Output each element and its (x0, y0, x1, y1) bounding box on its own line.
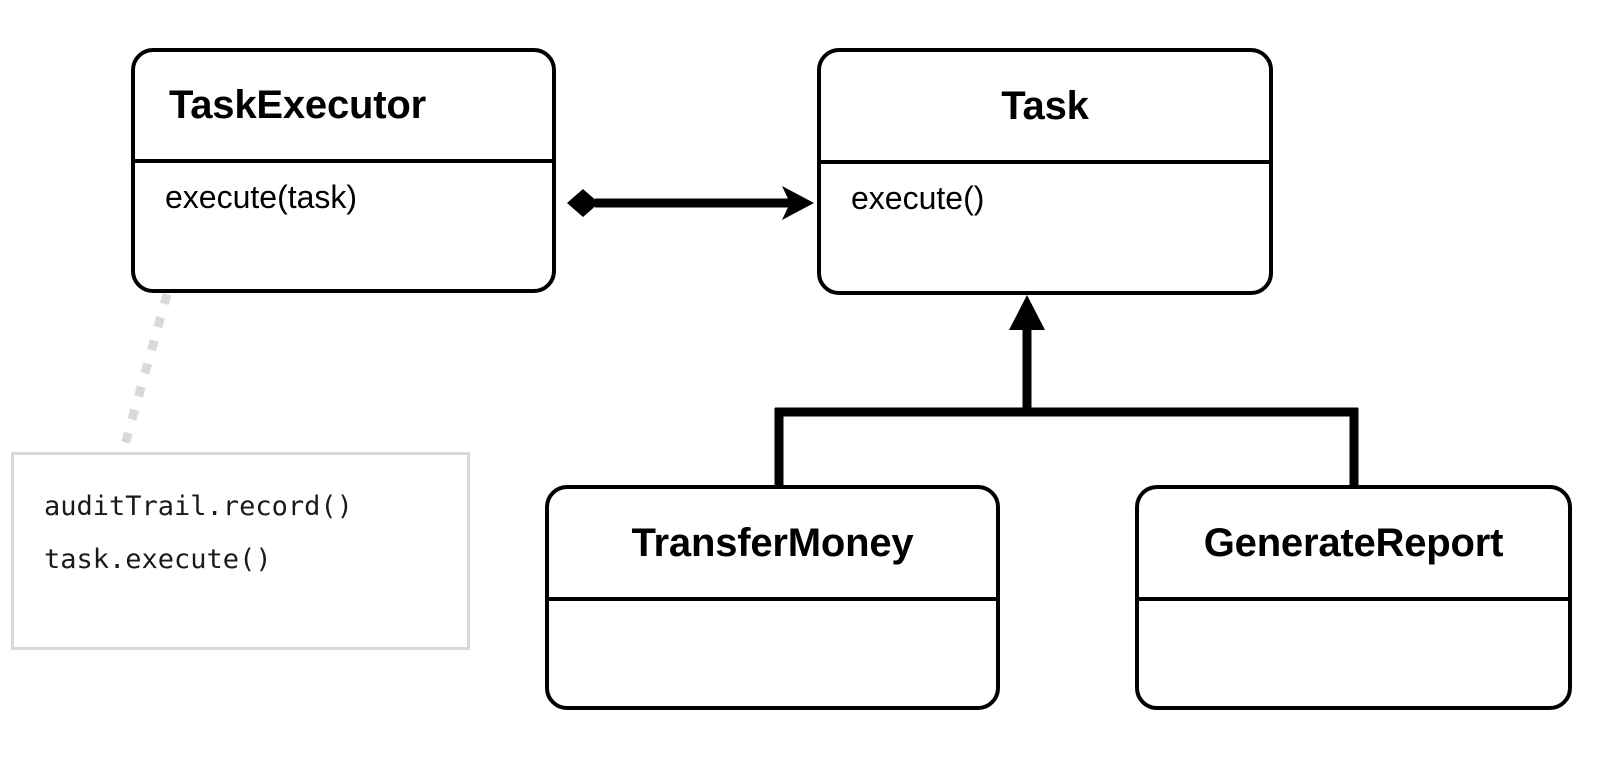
note-line-task-execute: task.execute() (44, 543, 272, 575)
uml-class-transfer-money[interactable]: TransferMoney (545, 485, 1000, 710)
uml-class-name-transfer-money: TransferMoney (631, 520, 914, 565)
uml-compartment-divider (821, 160, 1269, 164)
filled-diamond-marker (567, 189, 599, 217)
uml-class-task-executor[interactable]: TaskExecutor execute(task) (131, 48, 556, 293)
uml-class-name-task: Task (1001, 83, 1089, 128)
note-link-dotted-line (118, 246, 185, 454)
composition-edge-taskexecutor-task (567, 186, 814, 220)
uml-compartment-divider (1139, 597, 1568, 601)
uml-members-transfer-money (549, 601, 996, 706)
uml-member-execute-task: execute(task) (165, 179, 358, 215)
filled-triangle-marker (1009, 295, 1045, 330)
uml-member-execute: execute() (851, 180, 985, 216)
uml-note-audit-trail[interactable]: auditTrail.record() task.execute() (11, 452, 470, 650)
uml-members-task: execute() (821, 164, 1269, 291)
uml-members-task-executor: execute(task) (135, 163, 552, 289)
uml-class-generate-report[interactable]: GenerateReport (1135, 485, 1572, 710)
note-line-audit-trail-record: auditTrail.record() (44, 491, 353, 522)
uml-class-name-generate-report: GenerateReport (1203, 520, 1504, 565)
uml-compartment-divider (135, 159, 552, 163)
generalization-edge-tree (774, 295, 1359, 487)
uml-class-name-task-executor: TaskExecutor (169, 83, 426, 127)
uml-members-generate-report (1139, 601, 1568, 706)
uml-compartment-divider (549, 597, 996, 601)
open-arrow-marker (782, 186, 814, 220)
uml-class-task[interactable]: Task execute() (817, 48, 1273, 295)
